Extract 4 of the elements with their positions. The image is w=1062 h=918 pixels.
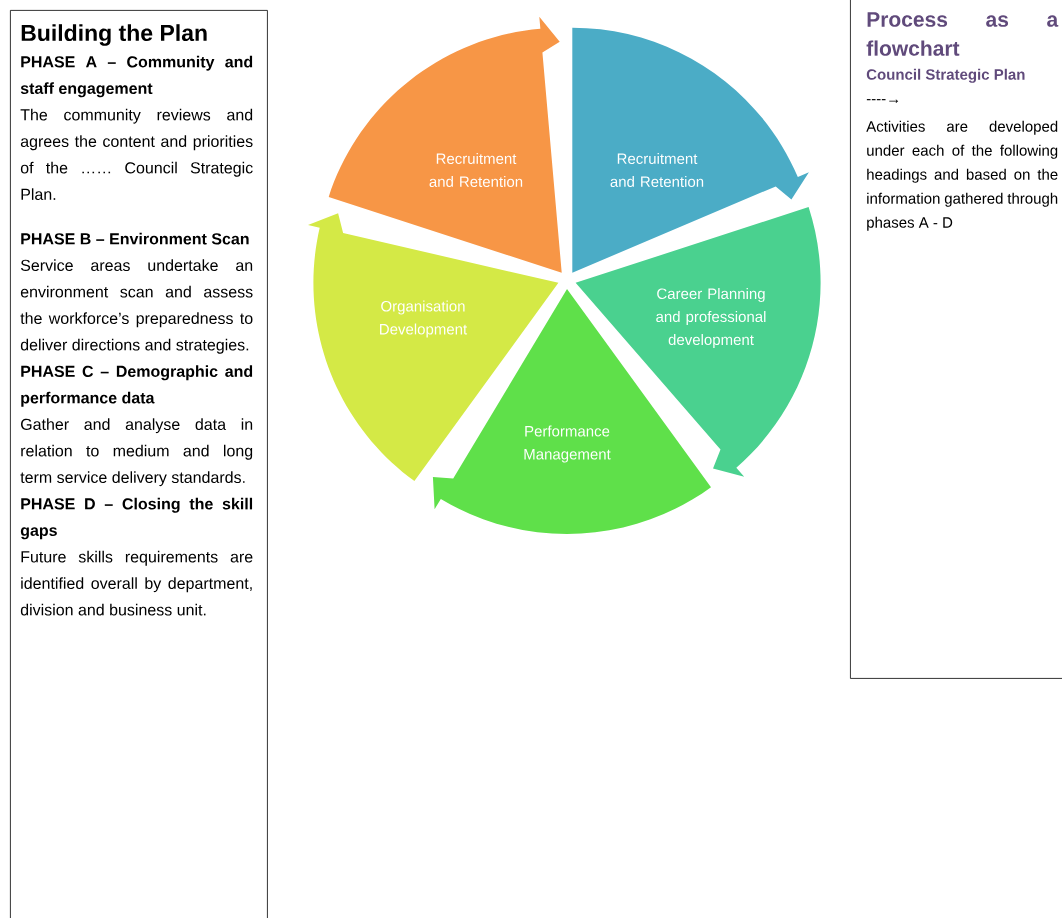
text-panel: Process as a flowchart Council Strategic Plan ----→ Activities are developed under each of the following headings and based on the information gathered through phases A - D [850,0,1062,679]
text-panel: Building the Plan PHASE A – Community and staff engagement The community reviews and agrees the content and priorities of the …… Council Strategic Plan. PHASE B – Environment Scan Service areas undertake an environment scan and assess the workforce’s preparedness to deliver directions and strategies. PHASE C – Demographic and performance data Gather and analyse data in relation to medium and long term service delivery standards. PHASE D – Closing the skill gaps Future skills requirements are identified overall by department, division and business unit. [10,10,268,918]
cycle-segment: Recruitment and Retention [572,27,809,273]
cycle-segment: Recruitment and Retention [328,16,562,273]
